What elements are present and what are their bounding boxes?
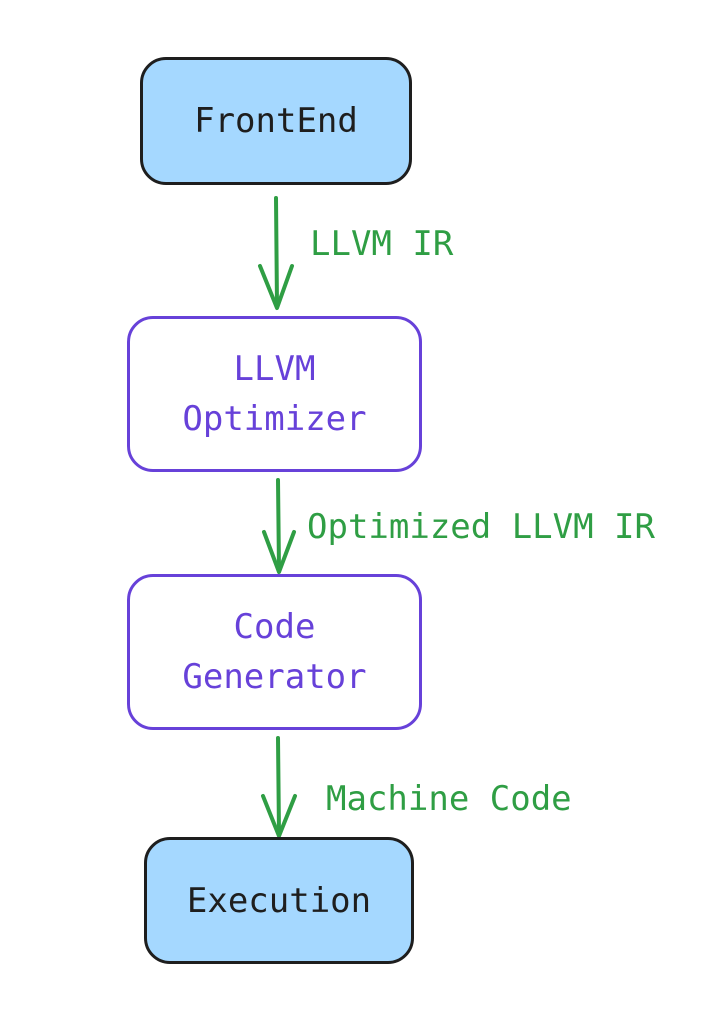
node-execution: Execution	[144, 837, 414, 964]
node-llvm-optimizer: LLVM Optimizer	[127, 316, 422, 472]
arrow-frontend-to-optimizer	[258, 196, 294, 310]
edge-label-llvm-ir: LLVM IR	[310, 224, 454, 264]
node-frontend-label: FrontEnd	[194, 101, 358, 141]
node-code-generator: Code Generator	[127, 574, 422, 730]
node-frontend: FrontEnd	[140, 57, 412, 185]
edge-label-machine-code: Machine Code	[326, 779, 572, 819]
node-llvm-optimizer-label: LLVM Optimizer	[182, 349, 367, 439]
node-code-generator-label: Code Generator	[182, 607, 367, 697]
node-execution-label: Execution	[186, 880, 372, 921]
arrow-codegen-to-execution	[261, 736, 297, 838]
edge-label-optimized-llvm-ir: Optimized LLVM IR	[307, 507, 655, 547]
arrow-optimizer-to-codegen	[262, 478, 296, 574]
